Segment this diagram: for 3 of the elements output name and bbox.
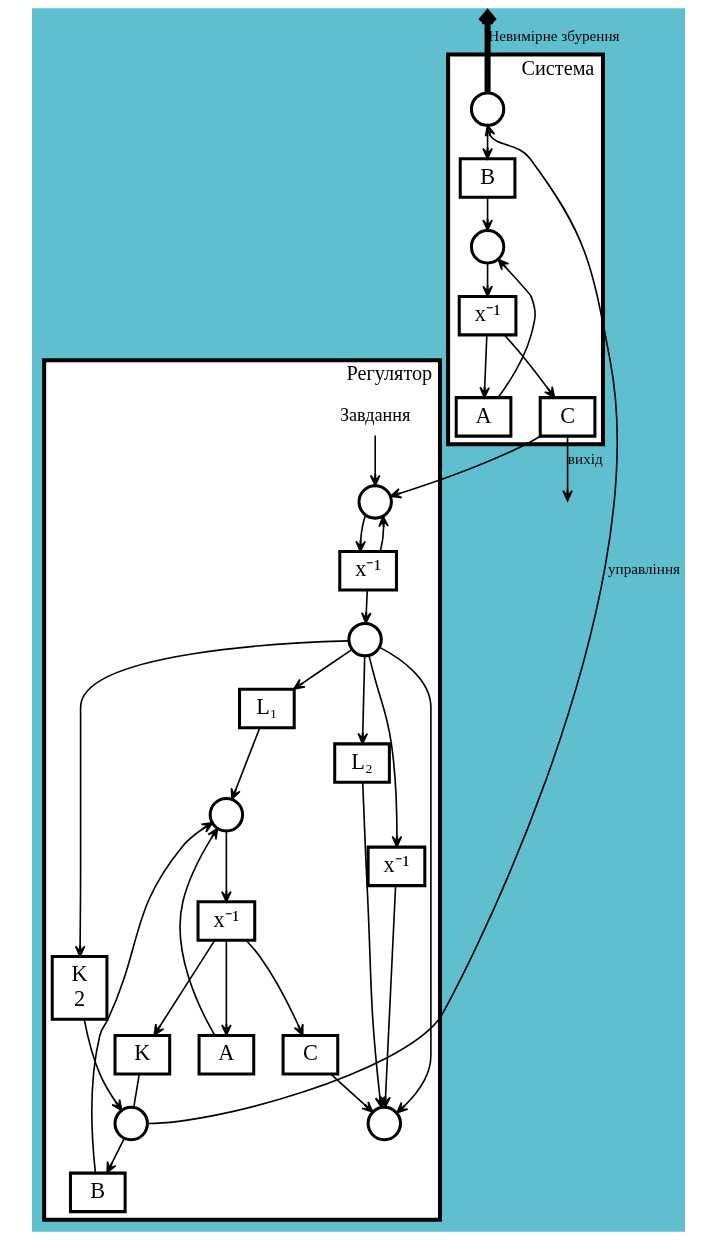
edge-label: управління (607, 560, 680, 578)
edge-label: вихід (567, 450, 603, 468)
node-text: Завдання (339, 405, 411, 426)
